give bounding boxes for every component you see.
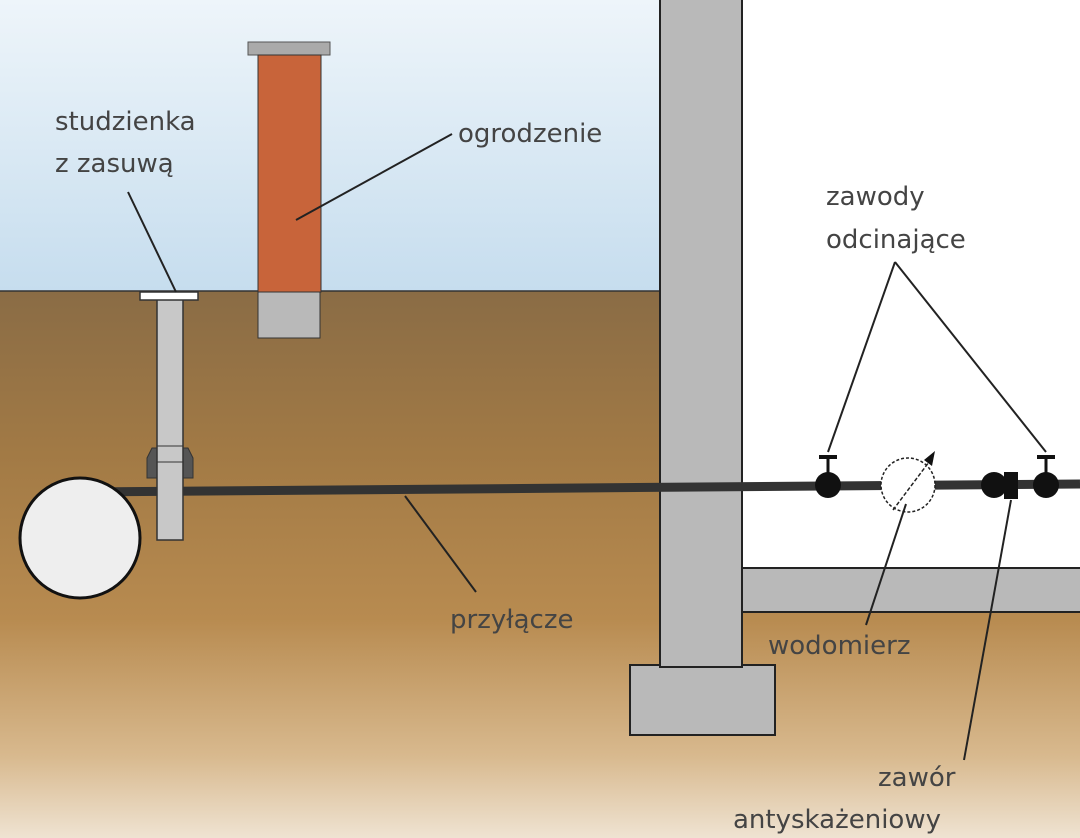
label-well-2: z zasuwą [55, 149, 174, 179]
leader-valve-right [894, 261, 1047, 453]
label-connection: przyłącze [450, 605, 574, 635]
label-meter: wodomierz [768, 631, 910, 661]
valve-stem-tube [156, 297, 184, 541]
label-valves: zawody [826, 182, 925, 212]
fence-post [257, 54, 322, 293]
well-cap [139, 291, 199, 301]
fence-foundation [257, 291, 321, 339]
label-valves-2: odcinające [826, 225, 966, 255]
foundation-wall [659, 0, 743, 668]
label-fence: ogrodzenie [458, 119, 602, 149]
leader-valve-left [827, 261, 896, 453]
shutoff-valve-left [815, 455, 841, 498]
label-backflow-2: antyskażeniowy [733, 805, 941, 835]
backflow-valve [981, 472, 1018, 499]
floor-slab [741, 567, 1080, 613]
shutoff-valve-right [1033, 455, 1059, 498]
fence-cap [247, 41, 331, 56]
label-well: studzienka [55, 107, 196, 137]
leader-connection [404, 495, 477, 593]
leader-well [127, 191, 177, 293]
leader-backflow [963, 499, 1012, 761]
water-main [18, 476, 142, 600]
leader-fence [295, 133, 453, 221]
label-backflow: zawór [878, 763, 956, 793]
leader-meter [865, 503, 907, 626]
wall-footing [629, 664, 776, 736]
water-meter [880, 451, 936, 513]
